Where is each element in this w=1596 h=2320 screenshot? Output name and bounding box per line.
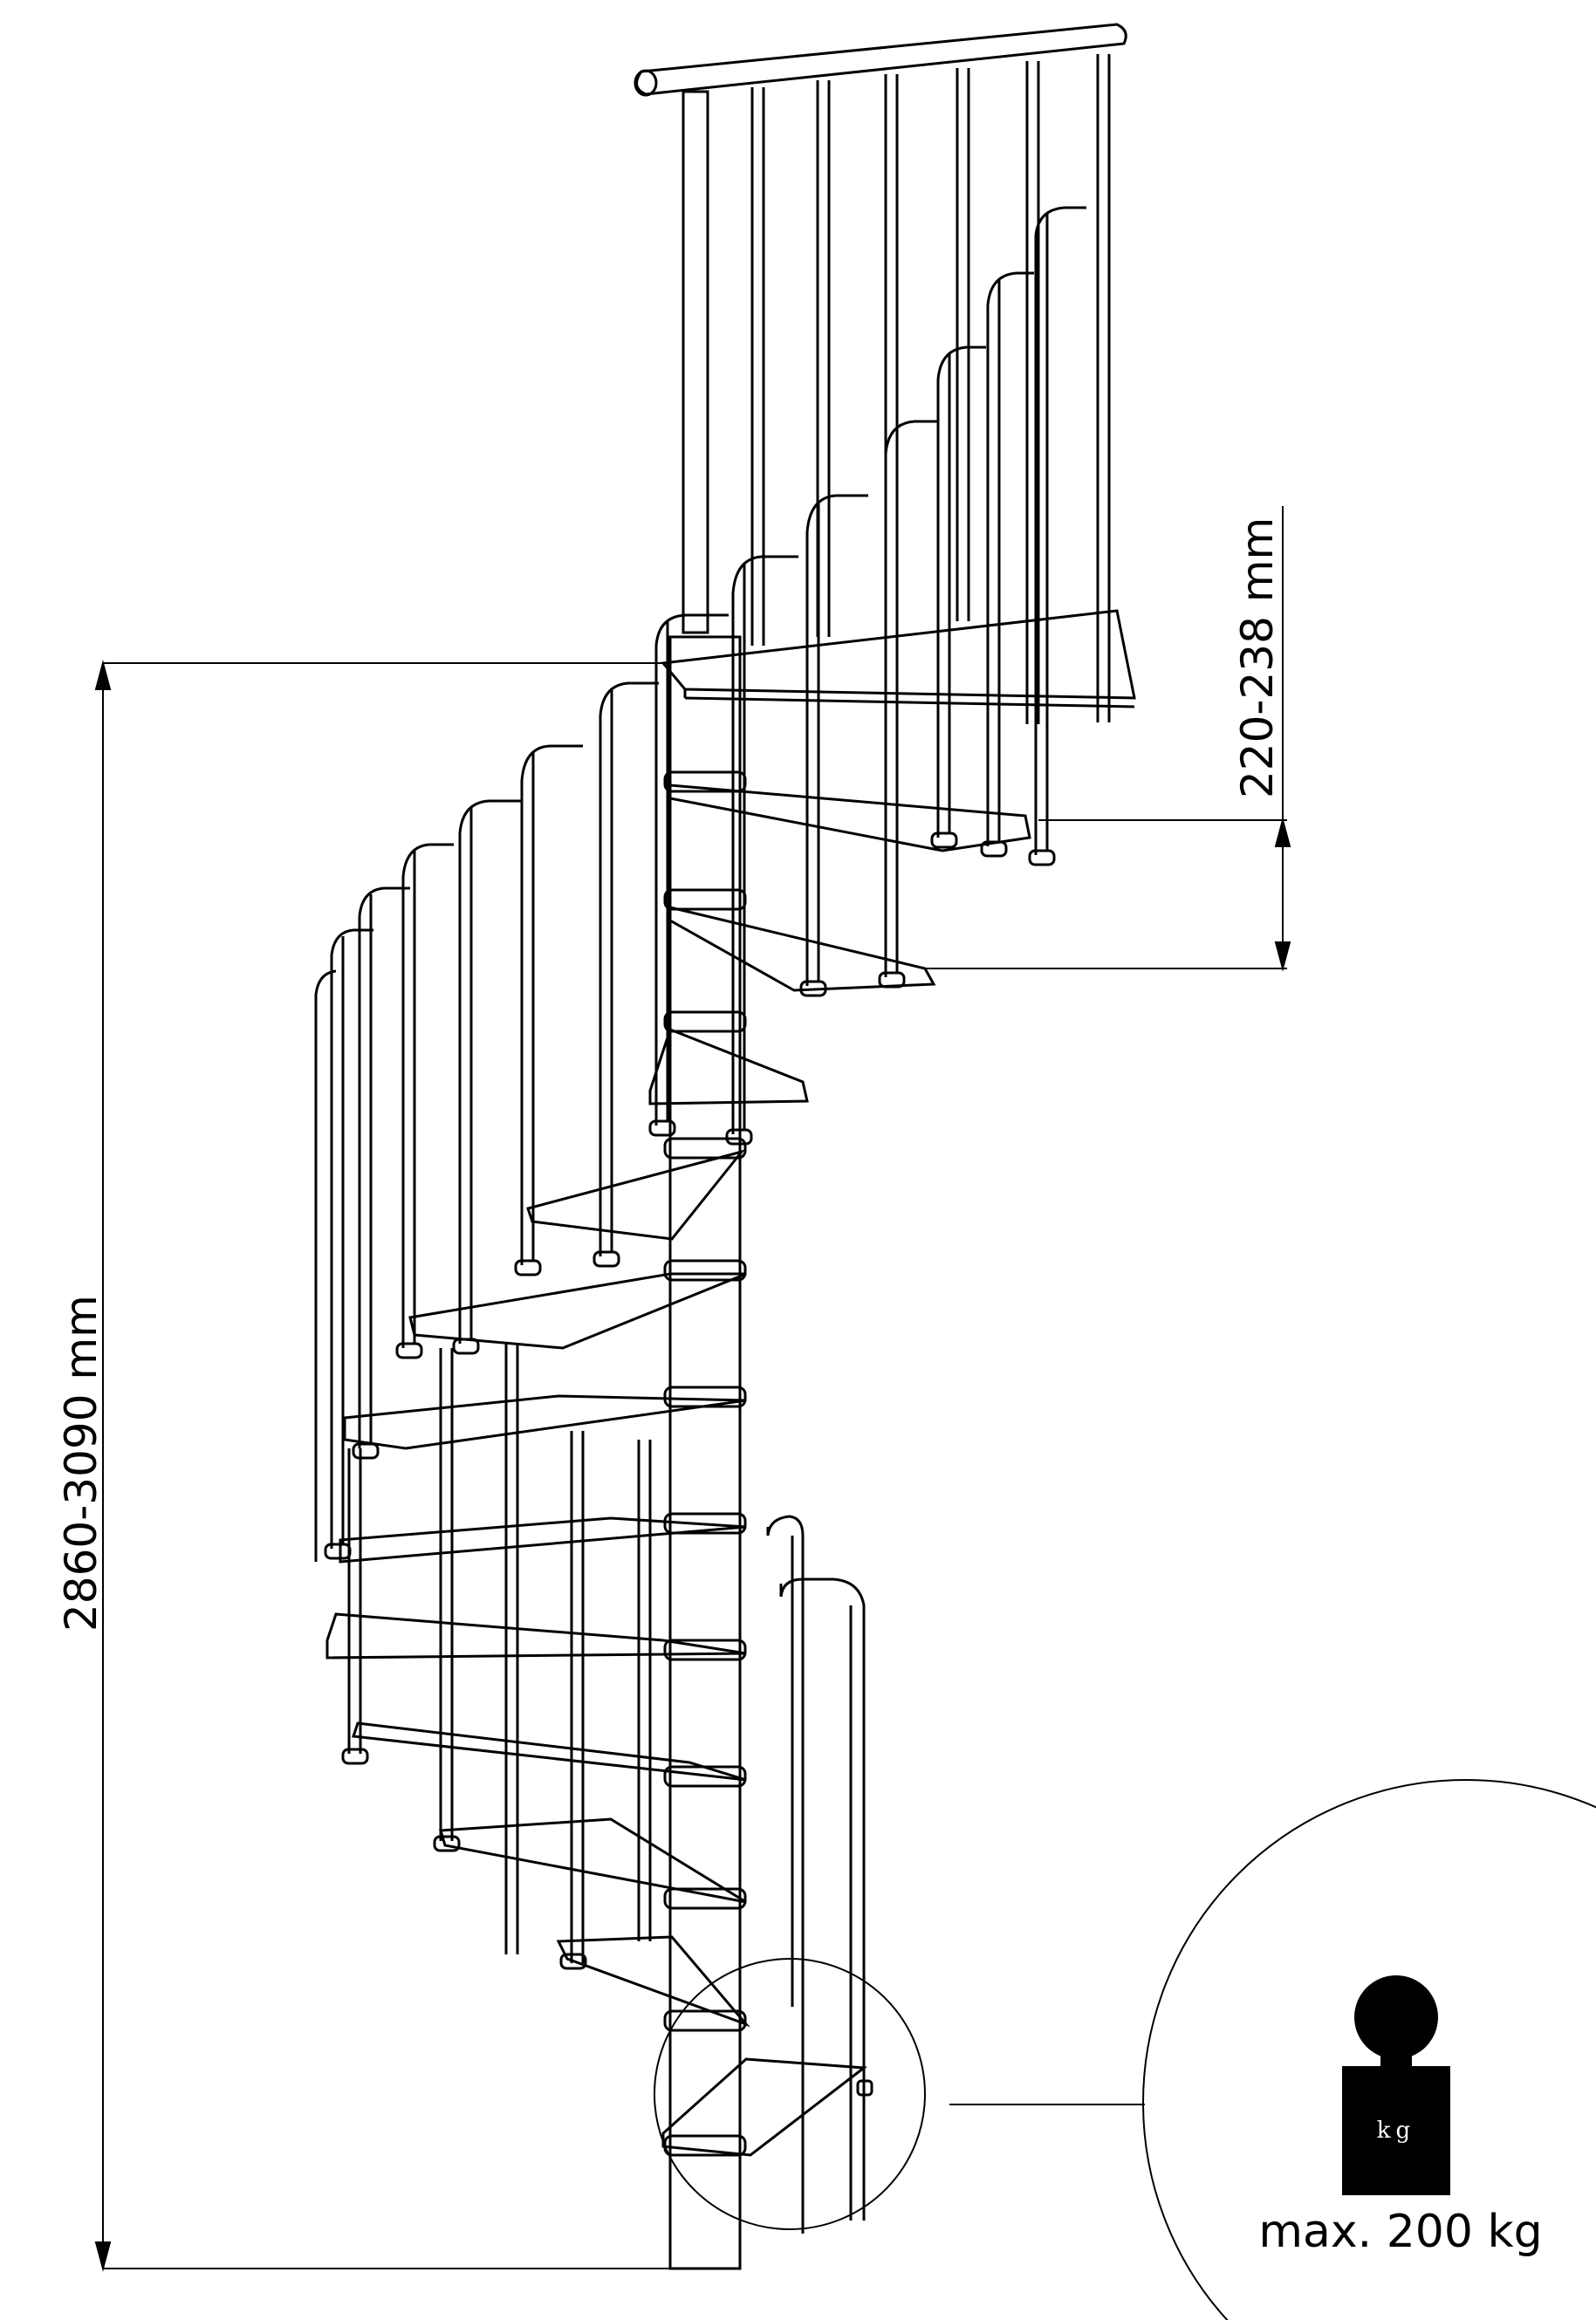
total-height-dimension (94, 660, 670, 2272)
detail-callout (654, 1779, 1596, 2320)
lower-steps (325, 1394, 868, 2157)
weight-icon (1342, 1975, 1450, 2195)
step-rise-dimension (925, 506, 1291, 972)
weight-unit-label: kg (1377, 2118, 1415, 2144)
top-landing (634, 23, 1136, 724)
balusters (314, 206, 1086, 2234)
max-load-label: max. 200 kg (1258, 2206, 1542, 2258)
step-rise-label: 220-238 mm (1232, 517, 1283, 798)
upper-steps (408, 784, 1031, 1350)
total-height-label: 2860-3090 mm (56, 1295, 106, 1632)
baluster-feet (324, 832, 1056, 2097)
